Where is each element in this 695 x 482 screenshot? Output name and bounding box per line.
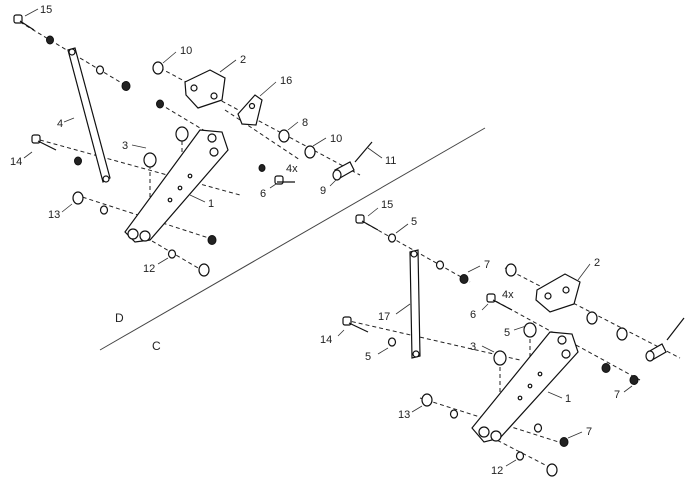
- callout-13a: 13: [48, 209, 60, 221]
- link-part-4: [67, 47, 111, 183]
- nut: [601, 363, 611, 373]
- assembly-c: 15 5 7 2 4x 6 5 17 14 5 3 1 7 13 7 12: [320, 199, 685, 477]
- washer-part-12: [167, 249, 177, 259]
- washer-part-10b: [304, 145, 316, 159]
- bushing-part-3: [143, 126, 189, 168]
- cotter-pin: [666, 317, 685, 341]
- callout-13b: 13: [398, 409, 410, 421]
- callout-1a: 1: [208, 198, 214, 210]
- washer-part-10: [152, 61, 164, 75]
- bolt-part-6b: [486, 293, 513, 311]
- spacer-part-8: [278, 129, 290, 143]
- spacer: [546, 463, 558, 477]
- washer: [99, 205, 109, 215]
- callout-6: 6: [260, 188, 266, 200]
- spacer-part-13: [72, 191, 84, 205]
- bolt-part-15b: [355, 214, 379, 231]
- callout-6b: 6: [470, 309, 476, 321]
- callout-5b: 5: [504, 327, 510, 339]
- callout-3b: 3: [470, 341, 476, 353]
- spacer: [586, 311, 598, 325]
- washer-part-5: [387, 233, 397, 243]
- callout-3a: 3: [122, 140, 128, 152]
- zone-label-c: C: [152, 339, 161, 353]
- washer: [616, 327, 628, 341]
- callout-2a: 2: [240, 54, 246, 66]
- callout-12a: 12: [143, 263, 155, 275]
- callout-14: 14: [10, 156, 22, 168]
- callout-1b: 1: [565, 393, 571, 405]
- washer: [435, 260, 445, 270]
- callout-11: 11: [385, 155, 396, 167]
- nut-part-7c: [559, 437, 569, 447]
- callout-5a: 5: [411, 216, 417, 228]
- callout-6b-qty: 4x: [502, 289, 514, 301]
- callout-2b: 2: [594, 257, 600, 269]
- callout-4: 4: [57, 118, 63, 130]
- spacer: [198, 263, 210, 277]
- callout-17: 17: [378, 311, 390, 323]
- arm-part-1b: [471, 331, 579, 443]
- callout-7c: 7: [586, 426, 592, 438]
- callout-9: 9: [320, 185, 326, 197]
- washer: [533, 423, 543, 433]
- spacer-part-13b: [421, 393, 433, 407]
- callout-7a: 7: [484, 259, 490, 271]
- bolt-part-14: [31, 134, 57, 151]
- nut-part-7: [459, 274, 469, 284]
- pin-part-9: [332, 161, 355, 181]
- pin: [645, 343, 667, 362]
- bracket-part-16: [237, 94, 263, 126]
- assembly-separator-line: [99, 127, 486, 351]
- washer: [505, 263, 517, 277]
- washer-part-12b: [515, 451, 525, 461]
- callout-15b: 15: [381, 199, 393, 211]
- nut: [156, 99, 164, 109]
- cotter-pin-part-11: [354, 141, 373, 163]
- mounting-plate-part-2b: [535, 273, 581, 313]
- nut: [207, 235, 217, 245]
- link-part-17: [409, 249, 421, 359]
- bolt-part-15: [13, 14, 35, 31]
- nut: [74, 156, 82, 166]
- bushing-part-5: [523, 322, 537, 338]
- callout-12b: 12: [491, 465, 503, 477]
- washer: [449, 409, 459, 419]
- callout-14b: 14: [320, 334, 332, 346]
- nut: [121, 81, 131, 91]
- bolt-part-6: [274, 175, 295, 185]
- callout-10a: 10: [180, 45, 192, 57]
- callout-10b: 10: [330, 133, 342, 145]
- callout-16: 16: [280, 75, 292, 87]
- callout-5c: 5: [365, 351, 371, 363]
- zone-label-d: D: [115, 311, 124, 325]
- nut: [258, 164, 266, 172]
- callout-15: 15: [40, 4, 52, 16]
- assembly-d: 15 4 14 10 2 16 8 10 11 4x 6 9 3 1 13 12: [10, 4, 396, 277]
- arm-part-1: [124, 129, 229, 243]
- washer: [95, 65, 105, 75]
- mounting-plate-part-2: [184, 69, 226, 109]
- callout-8: 8: [302, 117, 308, 129]
- nut-part-7b: [629, 375, 639, 385]
- bolt-part-14b: [342, 316, 369, 333]
- bushing-part-3b: [493, 350, 507, 366]
- callout-6-qty: 4x: [286, 163, 298, 175]
- washer-part-5c: [387, 337, 397, 347]
- nut: [46, 35, 54, 45]
- callout-7b: 7: [614, 389, 620, 401]
